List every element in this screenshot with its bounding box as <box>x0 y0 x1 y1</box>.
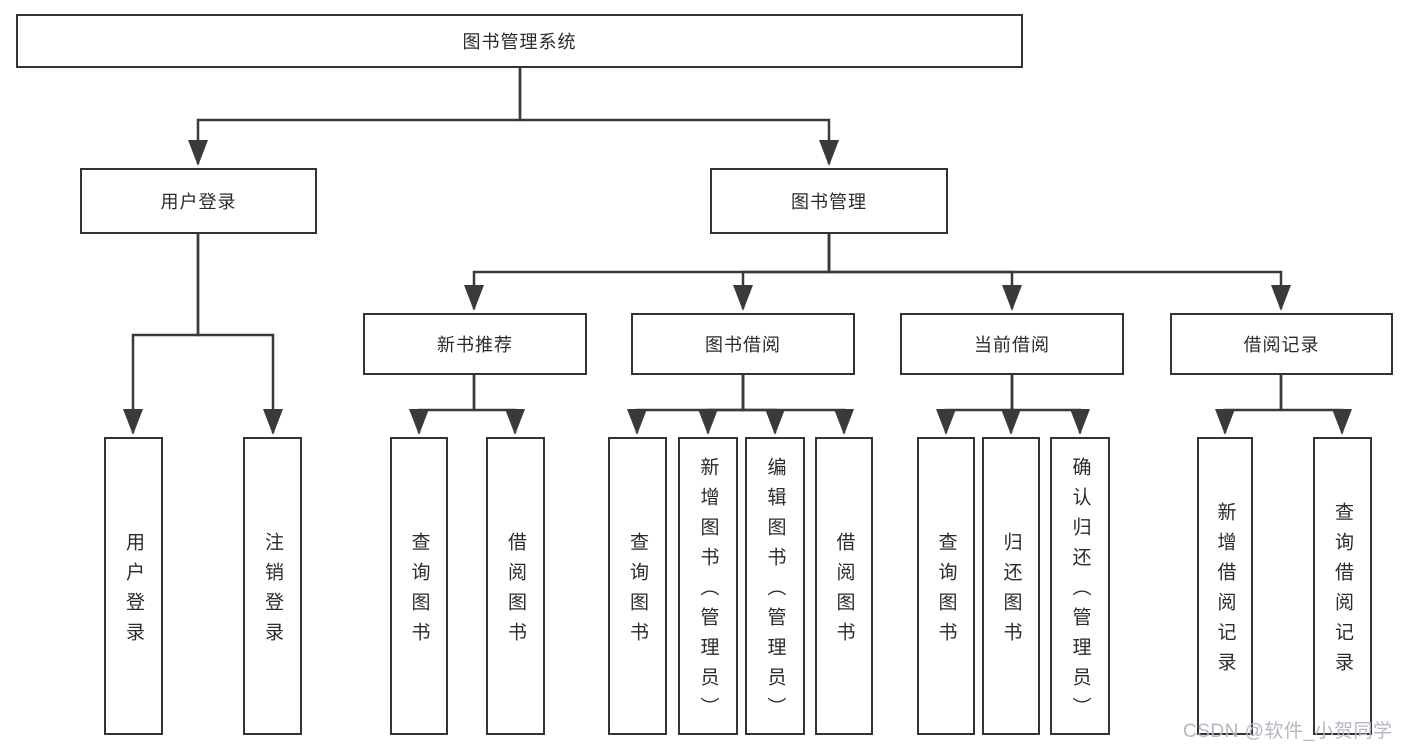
node-label: 新增借阅记录 <box>1214 501 1236 682</box>
csdn-watermark: CSDN @软件_小贺同学 <box>1183 721 1393 742</box>
node-label: 当前借阅 <box>974 335 1050 355</box>
leaf-return-books: 归还图书 <box>982 437 1040 735</box>
node-label: 图书管理系统 <box>462 32 577 52</box>
node-label: 借阅记录 <box>1243 335 1320 355</box>
node-label: 新书推荐 <box>437 335 513 355</box>
node-book-management: 图书管理 <box>710 168 948 234</box>
node-user-login: 用户登录 <box>80 168 317 234</box>
node-label: 注销登录 <box>262 531 283 652</box>
node-label: 图书借阅 <box>705 335 781 355</box>
leaf-edit-books-admin: 编辑图书（管理员） <box>745 437 805 735</box>
node-new-book-recommendation: 新书推荐 <box>363 313 587 375</box>
node-label: 借阅图书 <box>833 531 855 652</box>
node-label: 确认归还（管理员） <box>1069 456 1091 727</box>
leaf-borrow-books-borrowing: 借阅图书 <box>815 437 873 735</box>
node-label: 新增图书（管理员） <box>697 456 719 727</box>
node-book-borrowing: 图书借阅 <box>631 313 855 375</box>
node-label: 借阅图书 <box>505 531 526 652</box>
leaf-user-login: 用户登录 <box>104 437 163 735</box>
node-label: 查询借阅记录 <box>1332 501 1353 682</box>
leaf-query-books-recommend: 查询图书 <box>390 437 448 735</box>
node-label: 图书管理 <box>791 192 867 212</box>
node-current-borrowing: 当前借阅 <box>900 313 1124 375</box>
leaf-borrow-books-recommend: 借阅图书 <box>486 437 545 735</box>
node-label: 用户登录 <box>160 192 237 212</box>
leaf-add-books-admin: 新增图书（管理员） <box>678 437 738 735</box>
node-label: 用户登录 <box>123 531 144 652</box>
node-label: 查询图书 <box>627 531 648 652</box>
node-label: 查询图书 <box>408 531 430 652</box>
node-root: 图书管理系统 <box>16 14 1023 68</box>
leaf-add-borrow-record: 新增借阅记录 <box>1197 437 1253 735</box>
node-label: 编辑图书（管理员） <box>764 456 786 727</box>
leaf-logout: 注销登录 <box>243 437 302 735</box>
leaf-confirm-return-admin: 确认归还（管理员） <box>1050 437 1110 735</box>
leaf-query-books-current: 查询图书 <box>917 437 975 735</box>
node-borrowing-records: 借阅记录 <box>1170 313 1393 375</box>
node-label: 查询图书 <box>935 531 957 652</box>
leaf-query-books-borrowing: 查询图书 <box>608 437 667 735</box>
leaf-query-borrow-record: 查询借阅记录 <box>1313 437 1372 735</box>
node-label: 归还图书 <box>1000 531 1022 652</box>
